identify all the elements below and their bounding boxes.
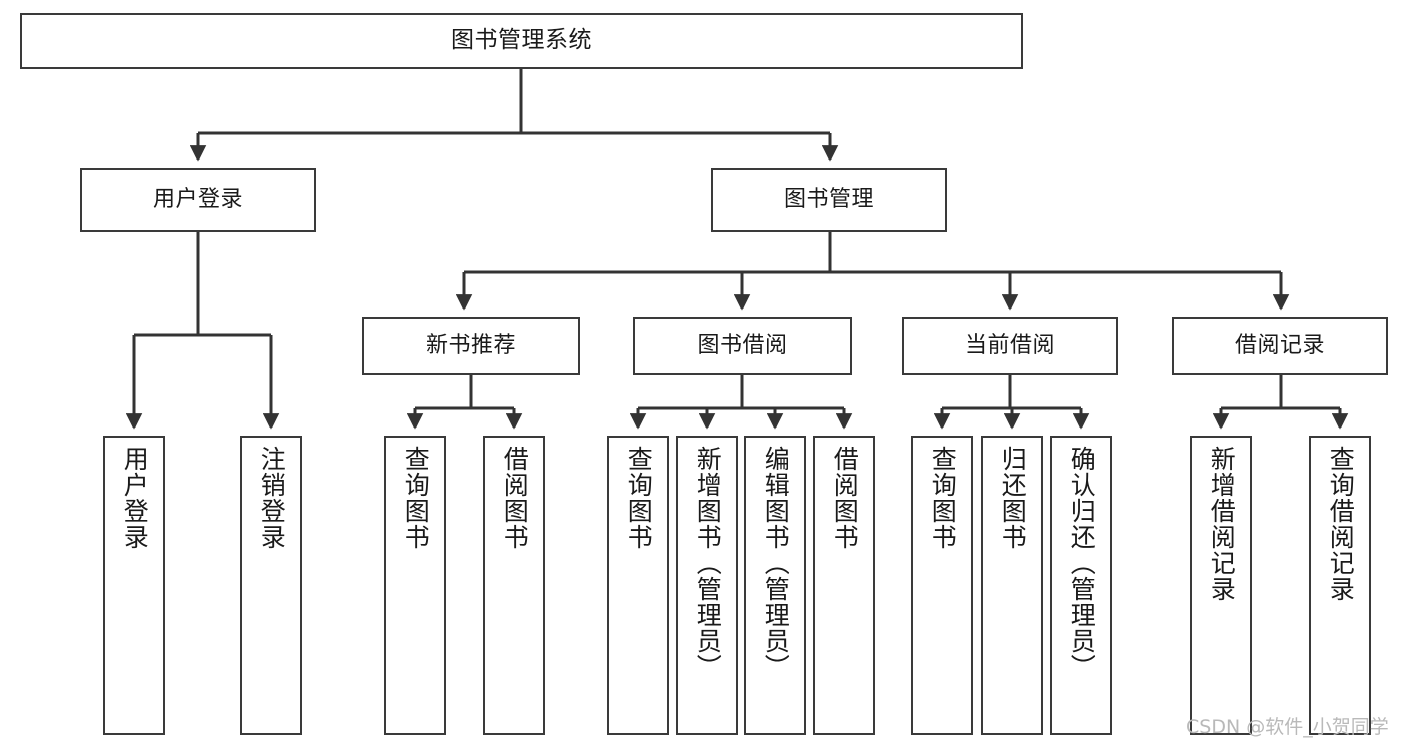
leaf-node[interactable]: 查询图书 bbox=[607, 436, 669, 735]
leaf-label: 查询图书 bbox=[624, 446, 654, 550]
watermark-text: CSDN @软件_小贺同学 bbox=[1186, 716, 1389, 738]
leaf-label: 注销登录 bbox=[257, 446, 287, 550]
node-book-borrow-label: 图书借阅 bbox=[697, 332, 788, 358]
leaf-node[interactable]: 用户登录 bbox=[103, 436, 165, 735]
leaf-node[interactable]: 新增图书（管理员） bbox=[676, 436, 738, 735]
leaf-label: 新增借阅记录 bbox=[1207, 446, 1237, 602]
node-current-borrow-label: 当前借阅 bbox=[964, 332, 1055, 358]
leaf-node[interactable]: 编辑图书（管理员） bbox=[744, 436, 806, 735]
node-current-borrow[interactable]: 当前借阅 bbox=[902, 317, 1118, 375]
leaf-node[interactable]: 借阅图书 bbox=[813, 436, 875, 735]
node-book-management-label: 图书管理 bbox=[783, 186, 874, 212]
leaf-node[interactable]: 查询图书 bbox=[384, 436, 446, 735]
leaf-node[interactable]: 归还图书 bbox=[981, 436, 1043, 735]
node-new-book-recommend[interactable]: 新书推荐 bbox=[362, 317, 580, 375]
leaf-label: 查询图书 bbox=[401, 446, 431, 550]
leaf-node[interactable]: 查询图书 bbox=[911, 436, 973, 735]
node-borrow-records[interactable]: 借阅记录 bbox=[1172, 317, 1388, 375]
leaf-label: 查询图书 bbox=[928, 446, 958, 550]
node-book-borrow[interactable]: 图书借阅 bbox=[633, 317, 852, 375]
leaf-label: 确认归还（管理员） bbox=[1067, 446, 1097, 680]
node-book-management[interactable]: 图书管理 bbox=[711, 168, 947, 232]
node-user-login[interactable]: 用户登录 bbox=[80, 168, 316, 232]
leaf-label: 借阅图书 bbox=[830, 446, 860, 550]
node-root[interactable]: 图书管理系统 bbox=[20, 13, 1023, 69]
leaf-node[interactable]: 确认归还（管理员） bbox=[1050, 436, 1112, 735]
leaf-node[interactable]: 查询借阅记录 bbox=[1309, 436, 1371, 735]
node-borrow-records-label: 借阅记录 bbox=[1234, 332, 1325, 358]
leaf-label: 借阅图书 bbox=[500, 446, 530, 550]
node-new-book-recommend-label: 新书推荐 bbox=[425, 332, 516, 358]
leaf-label: 编辑图书（管理员） bbox=[761, 446, 791, 680]
node-root-label: 图书管理系统 bbox=[451, 27, 592, 54]
leaf-label: 用户登录 bbox=[120, 446, 150, 550]
leaf-label: 查询借阅记录 bbox=[1326, 446, 1356, 602]
leaf-label: 新增图书（管理员） bbox=[693, 446, 723, 680]
leaf-node[interactable]: 注销登录 bbox=[240, 436, 302, 735]
node-user-login-label: 用户登录 bbox=[152, 186, 243, 212]
leaf-label: 归还图书 bbox=[998, 446, 1028, 550]
leaf-node[interactable]: 新增借阅记录 bbox=[1190, 436, 1252, 735]
leaf-node[interactable]: 借阅图书 bbox=[483, 436, 545, 735]
